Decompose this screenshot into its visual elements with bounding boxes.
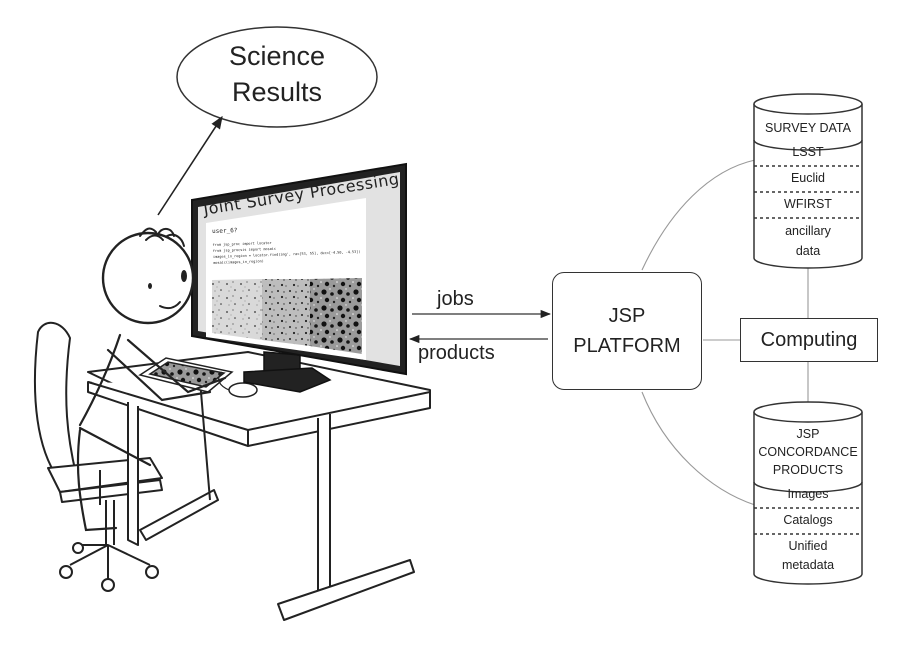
concordance-item-unified-1: Unified	[788, 539, 828, 553]
concordance-cylinder-shape	[753, 401, 863, 585]
monitor	[191, 162, 407, 376]
office-chair	[33, 322, 163, 592]
survey-item-ancillary-2: data	[795, 244, 821, 258]
platform-line-1: JSP	[608, 305, 646, 327]
computing-label: Computing	[760, 328, 858, 351]
monitor-stand	[243, 351, 332, 393]
survey-data-cylinder-shape	[753, 93, 863, 269]
jsp-platform-box: JSP PLATFORM	[552, 272, 702, 390]
concordance-item-unified-2: metadata	[781, 558, 835, 572]
platform-line-2: PLATFORM	[573, 335, 681, 357]
science-results-label: Science Results	[227, 38, 327, 110]
survey-item-ancillary-1: ancillary	[785, 224, 831, 238]
jobs-label: jobs	[437, 288, 474, 310]
mouse	[228, 382, 258, 398]
person-ear	[148, 283, 152, 289]
bubble-line-1: Science	[228, 41, 326, 71]
connector-survey-platform	[641, 159, 756, 271]
connector-platform-concordance	[641, 391, 756, 506]
survey-data-header: SURVEY DATA	[765, 121, 851, 135]
survey-item-wfirst: WFIRST	[784, 197, 832, 211]
concordance-item-images: Images	[787, 487, 829, 501]
computing-box: Computing	[740, 318, 878, 362]
products-label: products	[418, 342, 495, 364]
science-results-bubble	[176, 26, 378, 128]
person-eye	[181, 270, 187, 282]
person	[76, 333, 227, 532]
person-head	[101, 231, 195, 325]
screen-code-panel: user_6? from jsp_proc import locator fro…	[212, 223, 363, 266]
concordance-item-catalogs: Catalogs	[783, 513, 833, 527]
survey-item-lsst: LSST	[792, 145, 824, 159]
concordance-header-3: PRODUCTS	[772, 463, 844, 477]
person-face	[139, 227, 185, 310]
concordance-cylinder: JSP CONCORDANCE PRODUCTS Images Catalogs…	[754, 402, 862, 592]
bubble-line-2: Results	[231, 77, 323, 107]
concordance-header-1: JSP	[796, 427, 820, 441]
concordance-header-2: CONCORDANCE	[758, 445, 858, 459]
thought-arrow	[157, 115, 223, 216]
survey-item-euclid: Euclid	[790, 171, 826, 185]
survey-data-cylinder: SURVEY DATA LSST Euclid WFIRST ancillary…	[754, 94, 862, 274]
